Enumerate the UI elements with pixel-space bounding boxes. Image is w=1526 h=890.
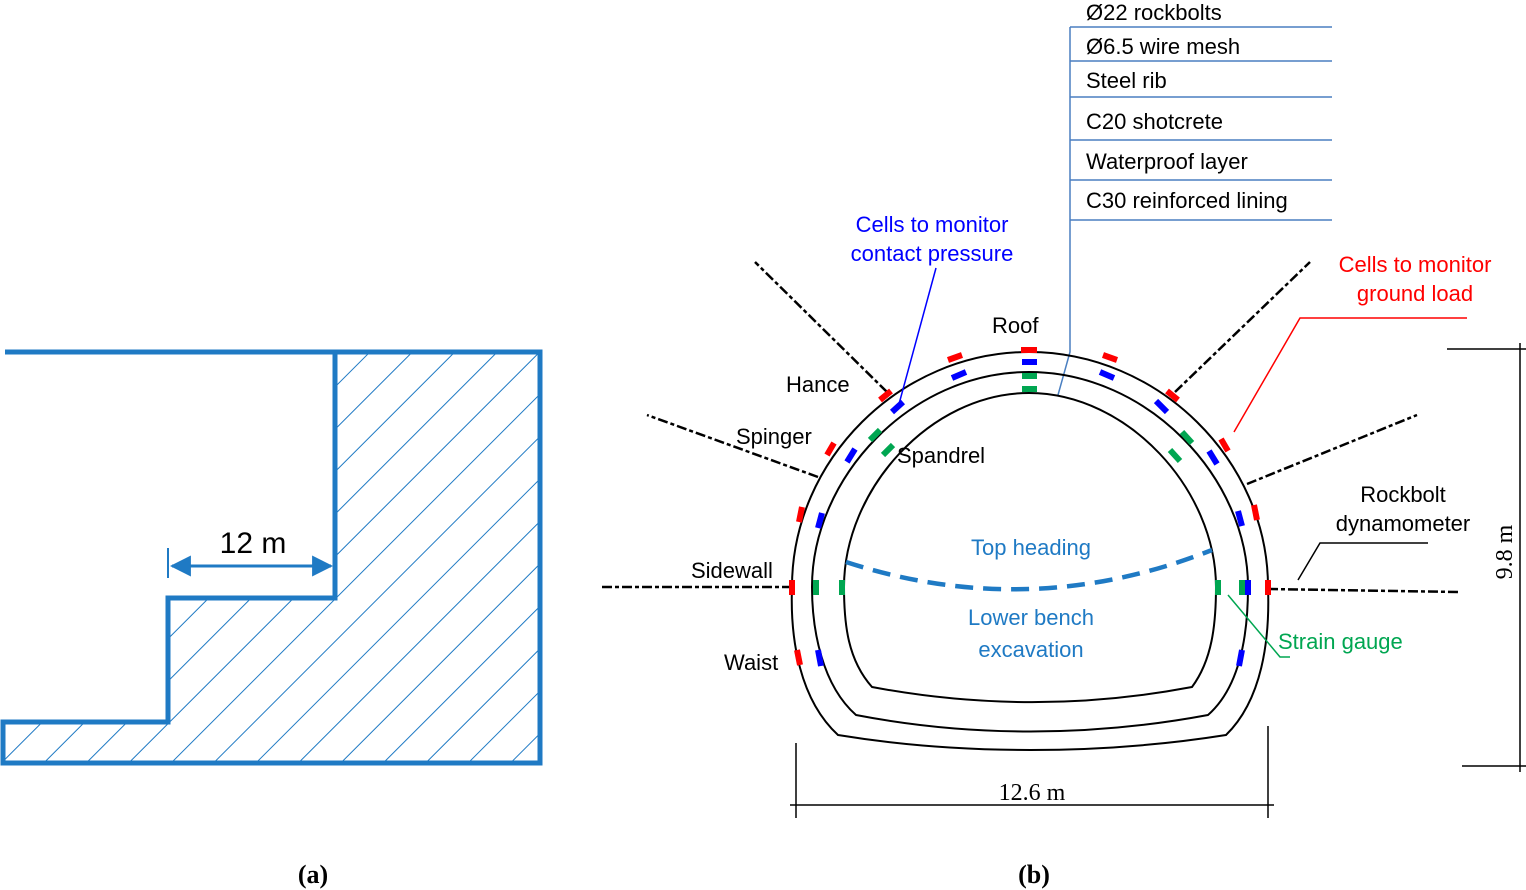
inner-contour [842,391,1218,703]
middle-contour [810,370,1250,733]
layer-label-waterproof: Waterproof layer [1086,149,1248,174]
layer-label-lining: C30 reinforced lining [1086,188,1288,213]
strain-gauges [813,373,1245,595]
ground-load-cell [1165,388,1180,403]
rockbolt-dynamometer-leader [1297,542,1428,581]
layer-label-shotcrete: C20 shotcrete [1086,109,1223,134]
ground-load-cell [1218,437,1231,453]
label-hance: Hance [786,372,850,397]
contact-pressure-cell [815,512,825,529]
rockbolt-label-1: Rockbolt [1360,482,1446,507]
caption-a: (a) [298,860,328,889]
label-spandrel: Spandrel [897,443,985,468]
rockbolt-label-2: dynamometer [1336,511,1471,536]
contact-pressure-label-2: contact pressure [851,241,1014,266]
panel-a: 12 m (a) [0,349,543,889]
height-dimension [1447,343,1526,772]
contact-pressure-cell [950,369,968,381]
ground-load-cell [1101,352,1119,363]
contact-pressure-cell [889,399,906,415]
ground-load-cell [946,352,964,363]
height-dimension-label: 9.8 m [1492,524,1518,579]
ground-load-cell [796,506,805,523]
strain-gauge [880,442,896,458]
strain-gauge-label: Strain gauge [1278,629,1403,654]
dimension-label: 12 m [220,527,287,560]
layer-label-steel-rib: Steel rib [1086,68,1167,93]
layer-leader-line [1057,220,1071,396]
width-dimension-label: 12.6 m [999,780,1066,806]
ground-load-label-1: Cells to monitor [1339,252,1492,277]
label-roof: Roof [992,313,1039,338]
rockbolt [1174,261,1311,393]
contact-pressure-cell [1098,369,1116,381]
contact-pressure-cell [1206,449,1220,466]
contact-pressure-cell [844,447,858,464]
layer-table: Ø22 rockbolts Ø6.5 wire mesh Steel rib C… [1057,0,1332,396]
contact-pressure-cell [1153,398,1170,415]
contact-pressure-cells [815,359,1251,667]
rockbolt [1267,587,1459,594]
layer-label-rockbolts: Ø22 rockbolts [1086,0,1222,25]
step-outline [0,349,543,766]
caption-b: (b) [1018,860,1050,889]
ground-load-cell [824,441,837,457]
strain-gauge [867,427,883,443]
label-waist: Waist [724,650,778,675]
rockbolt [754,261,888,393]
contact-pressure-cell [1235,510,1245,527]
contact-pressure-cell [1236,649,1245,667]
step-hatched-region [3,352,540,763]
strain-gauge-leader [1227,594,1290,658]
label-springer: Spinger [736,424,812,449]
excavation-boundary [845,547,1213,592]
strain-gauge [1167,447,1183,464]
contact-pressure-leader [898,267,937,405]
layer-label-wire-mesh: Ø6.5 wire mesh [1086,34,1240,59]
zone-lower-bench-1: Lower bench [968,605,1094,630]
rockbolts [602,261,1459,594]
width-dimension [790,726,1274,818]
strain-gauge [1179,429,1195,446]
ground-load-cell [1251,504,1260,521]
ground-load-cell [794,649,803,666]
ground-load-label-2: ground load [1357,281,1473,306]
contact-pressure-cell [815,649,824,667]
ground-load-leader [1233,317,1467,433]
panel-b: Ø22 rockbolts Ø6.5 wire mesh Steel rib C… [602,0,1526,889]
label-sidewall: Sidewall [691,558,773,583]
rockbolt [1246,413,1418,486]
zone-top-heading: Top heading [971,535,1091,560]
zone-lower-bench-2: excavation [978,637,1083,662]
contact-pressure-label-1: Cells to monitor [856,212,1009,237]
ground-load-cell [878,388,893,403]
ground-load-cells [789,347,1271,666]
